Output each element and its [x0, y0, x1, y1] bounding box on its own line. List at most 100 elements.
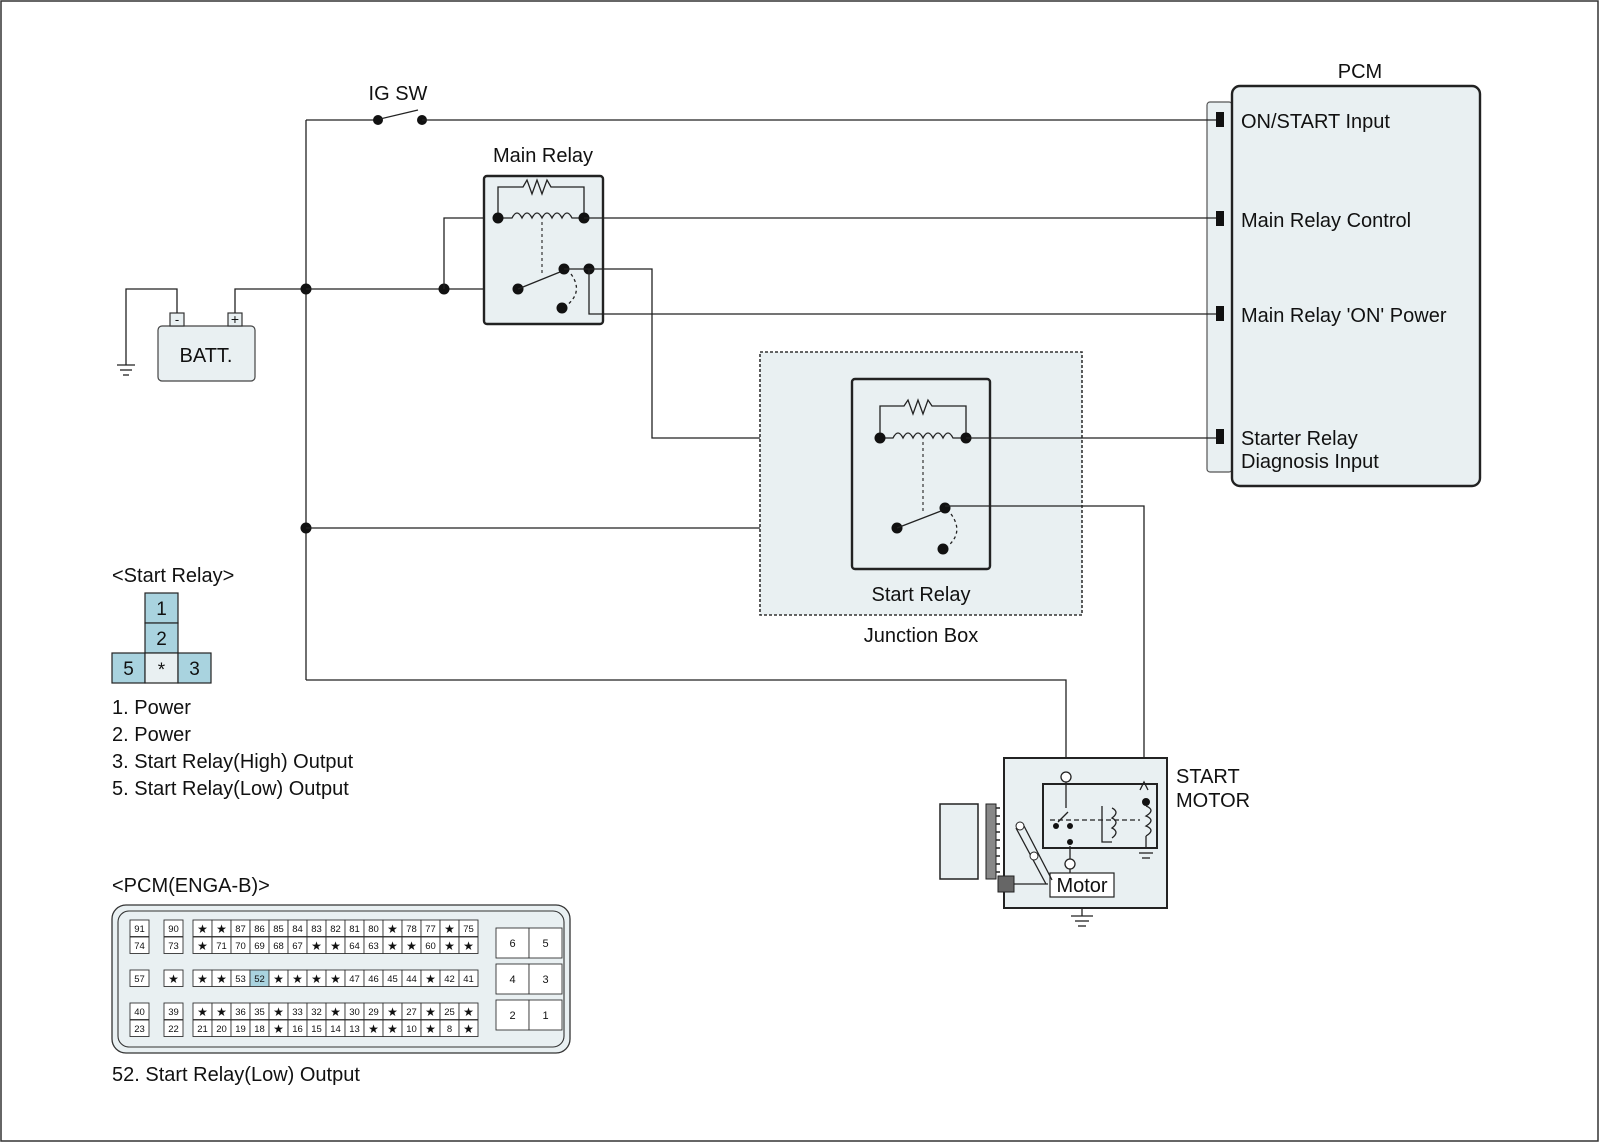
- pcm-pin-label: 41: [463, 974, 474, 985]
- pcm-pin-label: ★: [216, 922, 227, 936]
- sr-pin-1: 1: [156, 599, 167, 620]
- pcm-pin-cell: [163, 1019, 184, 1037]
- pcm-pin-label: 30: [349, 1007, 360, 1018]
- pcm-pin-label: ★: [273, 1022, 284, 1036]
- pcm-pin-label: 44: [406, 974, 417, 985]
- pcm-pin-label: 75: [463, 924, 474, 935]
- pcm-pin-label: ★: [292, 972, 303, 986]
- pcm-pin-label: 57: [134, 974, 145, 985]
- pcm-side-pin-cell: [495, 963, 530, 995]
- pcm-pin-main-relay-control: Main Relay Control: [1241, 210, 1411, 232]
- pcm-pin-label: 40: [134, 1007, 145, 1018]
- pcm-pin-label: 90: [168, 924, 179, 935]
- batt-label: BATT.: [180, 345, 233, 367]
- pcm-pin-label: ★: [197, 1005, 208, 1019]
- pcm-pin-label: 19: [235, 1024, 246, 1035]
- pcm-pin-label: 16: [292, 1024, 303, 1035]
- start-relay: [850, 377, 1216, 782]
- pcm-pin-main-relay-on-power: Main Relay 'ON' Power: [1241, 305, 1447, 327]
- pcm-pin-label: 25: [444, 1007, 455, 1018]
- pcm-pin-label: 80: [368, 924, 379, 935]
- pcm-pin-label: 13: [349, 1024, 360, 1035]
- pcm-pin-label: ★: [330, 1005, 341, 1019]
- motor-label: Motor: [1056, 875, 1107, 897]
- pcm-pin-label: 14: [330, 1024, 341, 1035]
- pcm-pin-label: 10: [406, 1024, 417, 1035]
- start-relay-connector: 1 2 5 * 3: [111, 592, 212, 684]
- ig-switch: [306, 109, 1216, 125]
- pcm-pin-cell: [458, 919, 479, 937]
- pcm-pin-marker: [1216, 112, 1224, 127]
- batt-plus: +: [231, 311, 239, 327]
- pcm-pin-label: ★: [444, 939, 455, 953]
- pcm-pin-label: 74: [134, 941, 145, 952]
- pcm-pin-on-start-input: ON/START Input: [1241, 111, 1390, 133]
- pcm-pin-label: ★: [311, 972, 322, 986]
- pcm-pin-starter-relay: Starter Relay: [1241, 428, 1358, 450]
- sr-pin-5: 5: [123, 659, 134, 680]
- pcm-pin-label: 53: [235, 974, 246, 985]
- pcm-pin-cell: [163, 1002, 184, 1020]
- pcm-pin-label: ★: [463, 1005, 474, 1019]
- pcm-side-pin-cell: [495, 927, 530, 959]
- pcm-pin-label: ★: [444, 922, 455, 936]
- pcm-pin-label: 47: [349, 974, 360, 985]
- pcm-pin-label: 33: [292, 1007, 303, 1018]
- pcm-pin-cell: [129, 919, 150, 937]
- start-motor-label-1: START: [1176, 766, 1240, 788]
- pcm-pin-label: 67: [292, 941, 303, 952]
- pcm-pin-label: ★: [311, 939, 322, 953]
- pcm-pin-cell: [129, 1019, 150, 1037]
- start-motor: [939, 757, 1168, 927]
- pcm-side-pin-label: 3: [542, 974, 548, 986]
- pcm-pin-label: 86: [254, 924, 265, 935]
- pcm-pin-label: 45: [387, 974, 398, 985]
- pcm-pin-label: 71: [216, 941, 227, 952]
- pcm-pin-cell: [163, 969, 184, 987]
- pcm-pin-label: 69: [254, 941, 265, 952]
- pcm-pin-label: ★: [387, 922, 398, 936]
- pcm-pin-label: 39: [168, 1007, 179, 1018]
- pcm-pin-label: 46: [368, 974, 379, 985]
- pcm-pin-marker: [1216, 429, 1224, 444]
- pcm-side-pin-label: 1: [542, 1010, 548, 1022]
- pcm-pin-cell: [129, 969, 150, 987]
- pcm-pin-label: 78: [406, 924, 417, 935]
- start-relay-label: Start Relay: [872, 584, 971, 606]
- pcm-pin-label: 27: [406, 1007, 417, 1018]
- pcm-pin-cell: [458, 936, 479, 954]
- pcm-pin-label: 85: [273, 924, 284, 935]
- pcm-pin-label: 84: [292, 924, 303, 935]
- pcm-pin-label: ★: [273, 1005, 284, 1019]
- pcm-pin-label: 91: [134, 924, 145, 935]
- batt-minus: -: [175, 312, 179, 327]
- pcm-pin-label: 15: [311, 1024, 322, 1035]
- start-relay-connector-title: <Start Relay>: [112, 565, 234, 587]
- pcm-pin-label: 68: [273, 941, 284, 952]
- pcm-pin-label: 8: [447, 1024, 452, 1035]
- pcm-pin-label: ★: [425, 1005, 436, 1019]
- main-relay: [482, 174, 1216, 439]
- pcm-side-pin-label: 5: [542, 938, 548, 950]
- battery: - + BATT.: [117, 288, 306, 382]
- pcm-pin-label: 35: [254, 1007, 265, 1018]
- sr-pin-2: 2: [156, 629, 167, 650]
- main-relay-label: Main Relay: [493, 145, 593, 167]
- pcm-pin-label: 36: [235, 1007, 246, 1018]
- pcm-pin-label: 60: [425, 941, 436, 952]
- pcm-pin-label: 82: [330, 924, 341, 935]
- pcm-pin-label: ★: [406, 939, 417, 953]
- pcm-pin-label: 18: [254, 1024, 265, 1035]
- pcm-pin-label: 73: [168, 941, 179, 952]
- pcm-pin-label: ★: [387, 1022, 398, 1036]
- ig-sw-label: IG SW: [369, 83, 428, 105]
- pcm-pin-label: 83: [311, 924, 322, 935]
- pcm-pin-cell: [458, 1019, 479, 1037]
- pcm-side-pin-label: 6: [509, 938, 515, 950]
- pcm-pin-diagnosis-input: Diagnosis Input: [1241, 451, 1379, 473]
- pcm-pin-label: ★: [197, 972, 208, 986]
- sr-legend-1: 1. Power: [112, 697, 191, 719]
